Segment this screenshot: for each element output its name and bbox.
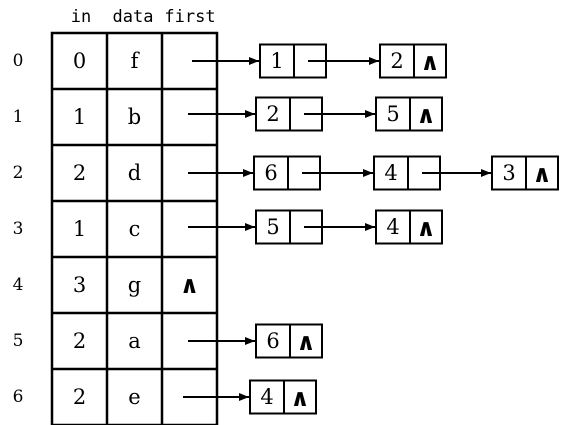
list-node: 4∧ [249,379,317,415]
vertex-table: 0 0 f 1 1 b 2 2 d 3 1 c 4 3 g ∧ 5 2 a 6 2 e [13,31,219,425]
data-cell: a [128,329,141,353]
table-row: 5 2 a [13,329,141,353]
list-node-value: 6 [266,329,279,353]
table-row: 0 0 f [13,49,141,73]
in-degree-cell: 2 [73,329,86,353]
row-index: 0 [13,51,24,71]
adjacency-list: 6∧ [188,323,323,359]
in-degree-cell: 2 [73,161,86,185]
null-pointer: ∧ [290,384,310,412]
list-node: 6∧ [255,323,323,359]
in-degree-cell: 2 [73,385,86,409]
header-in: in [71,7,91,27]
list-node-value: 4 [260,385,273,409]
list-node: 3∧ [491,155,559,191]
data-cell: c [129,217,141,241]
null-pointer: ∧ [420,48,440,76]
in-degree-cell: 0 [73,49,86,73]
row-index: 6 [13,387,24,407]
data-cell: d [128,161,141,185]
list-node-value: 2 [266,102,279,126]
list-node-value: 2 [390,49,403,73]
adjacency-list: 4∧ [183,379,317,415]
table-row: 4 3 g ∧ [13,271,200,299]
null-pointer: ∧ [296,328,316,356]
list-node: 4∧ [375,209,443,245]
in-degree-cell: 3 [73,273,86,297]
list-node: 2 [255,96,375,132]
list-node-value: 5 [386,102,399,126]
column-headers: in data first [71,7,216,27]
data-cell: g [128,273,141,297]
list-node: 5 [255,209,375,245]
list-node-value: 4 [384,161,397,185]
list-node: 6 [253,155,373,191]
null-pointer: ∧ [416,214,436,242]
table-row: 2 2 d [13,161,142,185]
table-row: 1 1 b [13,105,142,129]
row-index: 4 [13,275,24,295]
list-node-value: 4 [386,215,399,239]
list-node-value: 1 [270,49,283,73]
row-index: 1 [13,107,24,127]
row-index: 3 [13,219,24,239]
data-cell: f [131,49,141,73]
first-null-pointer: ∧ [180,271,200,299]
row-index: 2 [13,163,24,183]
list-node-value: 3 [502,161,515,185]
list-node: 5∧ [375,96,443,132]
list-node-value: 5 [266,215,279,239]
in-degree-cell: 1 [73,217,86,241]
null-pointer: ∧ [532,160,552,188]
data-cell: b [128,105,141,129]
data-cell: e [128,385,140,409]
list-node: 2∧ [379,43,447,79]
header-data: data [113,7,154,27]
table-border [50,31,219,425]
row-index: 5 [13,331,24,351]
header-first: first [164,7,215,27]
in-degree-cell: 1 [73,105,86,129]
table-row: 6 2 e [13,385,141,409]
list-node: 4 [373,155,491,191]
null-pointer: ∧ [416,101,436,129]
table-row: 3 1 c [13,217,141,241]
list-node-value: 6 [264,161,277,185]
list-node: 1 [259,43,379,79]
